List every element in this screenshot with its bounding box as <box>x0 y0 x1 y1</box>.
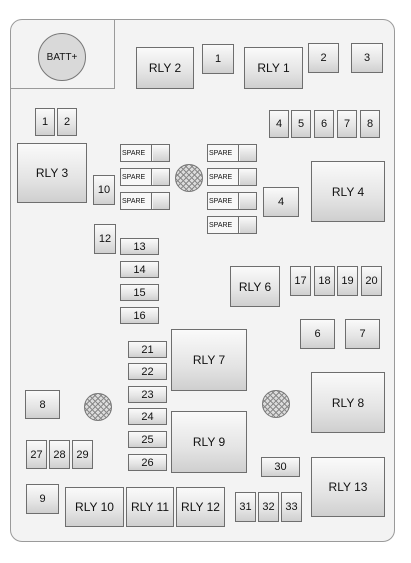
spare-fuse-left-2: SPARE <box>120 168 170 186</box>
relay-10: RLY 10 <box>65 487 124 527</box>
fuse-2-left: 2 <box>57 108 77 136</box>
spare-fuse-right-1: SPARE <box>207 144 257 162</box>
fuse-17: 17 <box>290 266 311 296</box>
spare-label: SPARE <box>208 145 239 161</box>
fuse-6-top: 6 <box>314 110 334 138</box>
fuse-22: 22 <box>128 363 167 380</box>
spare-fuse-left-3: SPARE <box>120 192 170 210</box>
fuse-7-mid: 7 <box>345 319 380 349</box>
relay-8: RLY 8 <box>311 372 385 433</box>
fuse-5: 5 <box>291 110 311 138</box>
fuse-16: 16 <box>120 307 159 324</box>
vent-right <box>262 390 290 418</box>
spare-label: SPARE <box>121 193 152 209</box>
fuse-9: 9 <box>26 484 59 514</box>
fuse-23: 23 <box>128 386 167 403</box>
fuse-13: 13 <box>120 238 159 255</box>
relay-11: RLY 11 <box>126 487 174 527</box>
vent-top <box>175 164 203 192</box>
fuse-14: 14 <box>120 261 159 278</box>
fuse-6-mid: 6 <box>300 319 335 349</box>
fuse-1-top: 1 <box>202 44 234 74</box>
battery-terminal-area <box>10 19 115 89</box>
fuse-29: 29 <box>72 440 93 469</box>
fuse-3: 3 <box>351 43 383 73</box>
relay-6: RLY 6 <box>230 266 280 307</box>
relay-13: RLY 13 <box>311 457 385 517</box>
fuse-32: 32 <box>258 492 279 522</box>
fuse-25: 25 <box>128 431 167 448</box>
fuse-4-top: 4 <box>269 110 289 138</box>
relay-12: RLY 12 <box>176 487 225 527</box>
fuse-7-top: 7 <box>337 110 357 138</box>
fuse-2-top: 2 <box>308 43 339 73</box>
relay-7: RLY 7 <box>171 329 247 391</box>
fuse-4-mid: 4 <box>263 187 299 217</box>
fuse-24: 24 <box>128 408 167 425</box>
spare-label: SPARE <box>208 169 239 185</box>
fuse-1-left: 1 <box>35 108 55 136</box>
fuse-19: 19 <box>337 266 358 296</box>
battery-terminal-label: BATT+ <box>46 51 78 63</box>
fuse-31: 31 <box>235 492 256 522</box>
fuse-20: 20 <box>361 266 382 296</box>
spare-fuse-right-3: SPARE <box>207 192 257 210</box>
fuse-27: 27 <box>26 440 47 469</box>
spare-label: SPARE <box>208 193 239 209</box>
fuse-30: 30 <box>261 457 300 477</box>
relay-9: RLY 9 <box>171 411 247 473</box>
fuse-18: 18 <box>314 266 335 296</box>
relay-3: RLY 3 <box>17 143 87 203</box>
spare-fuse-right-4: SPARE <box>207 216 257 234</box>
vent-left <box>84 393 112 421</box>
fuse-8-top: 8 <box>360 110 380 138</box>
relay-2: RLY 2 <box>136 47 194 89</box>
fuse-10: 10 <box>93 175 115 205</box>
battery-terminal: BATT+ <box>38 33 86 81</box>
spare-label: SPARE <box>208 217 239 233</box>
relay-1: RLY 1 <box>244 47 303 89</box>
fuse-33: 33 <box>281 492 302 522</box>
fuse-21: 21 <box>128 341 167 358</box>
fuse-26: 26 <box>128 454 167 471</box>
fuse-12: 12 <box>94 224 116 254</box>
spare-label: SPARE <box>121 145 152 161</box>
spare-fuse-left-1: SPARE <box>120 144 170 162</box>
fuse-15: 15 <box>120 284 159 301</box>
spare-fuse-right-2: SPARE <box>207 168 257 186</box>
fuse-28: 28 <box>49 440 70 469</box>
spare-label: SPARE <box>121 169 152 185</box>
fuse-8-left: 8 <box>25 390 60 419</box>
relay-4: RLY 4 <box>311 161 385 222</box>
